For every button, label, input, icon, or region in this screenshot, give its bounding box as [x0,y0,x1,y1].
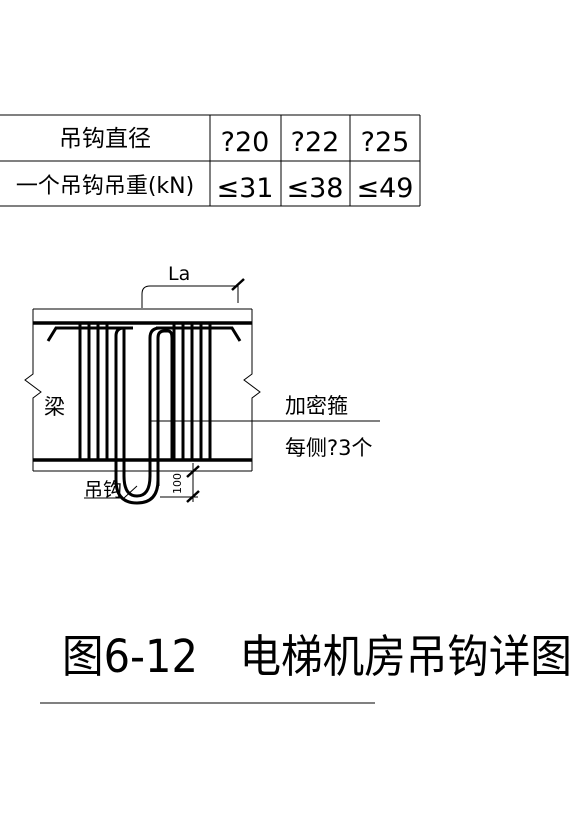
beam-outline [24,308,261,472]
load-cell: ≤31 [217,173,274,204]
load-cell: ≤49 [357,173,414,204]
diameter-cell: ?25 [361,127,410,158]
stirrups-left [78,323,109,460]
beam-label: 梁 [44,395,65,419]
stirrups-right [172,323,212,460]
table-header-label: 吊钩直径 [59,126,151,152]
load-table: 吊钩直径 一个吊钩吊重(kN) ?20 ?22 ?25 ≤31 ≤38 ≤49 [0,114,421,207]
diameter-cell: ?20 [221,127,270,158]
lifting-hook [114,326,174,498]
longitudinal-bars [33,321,252,462]
stirrup-label: 加密箍 [285,394,348,418]
anchorage-label: La [168,263,190,285]
load-cell: ≤38 [287,173,344,204]
stirrup-count-label: 每侧?3个 [285,436,373,460]
spacing-label: 100 [171,473,184,494]
table-row-label: 一个吊钩吊重(kN) [16,174,194,199]
figure-title: 图6-12 电梯机房吊钩详图 [62,630,572,683]
anchorage-dimension [141,278,245,308]
diameter-cell: ?22 [291,127,340,158]
beam-detail: La 梁 加密箍 每侧?3个 吊钩 100 [24,263,380,505]
hook-label: 吊钩 [84,479,122,501]
hook-spacing-dimension [160,463,200,503]
hook-leader [84,485,138,499]
